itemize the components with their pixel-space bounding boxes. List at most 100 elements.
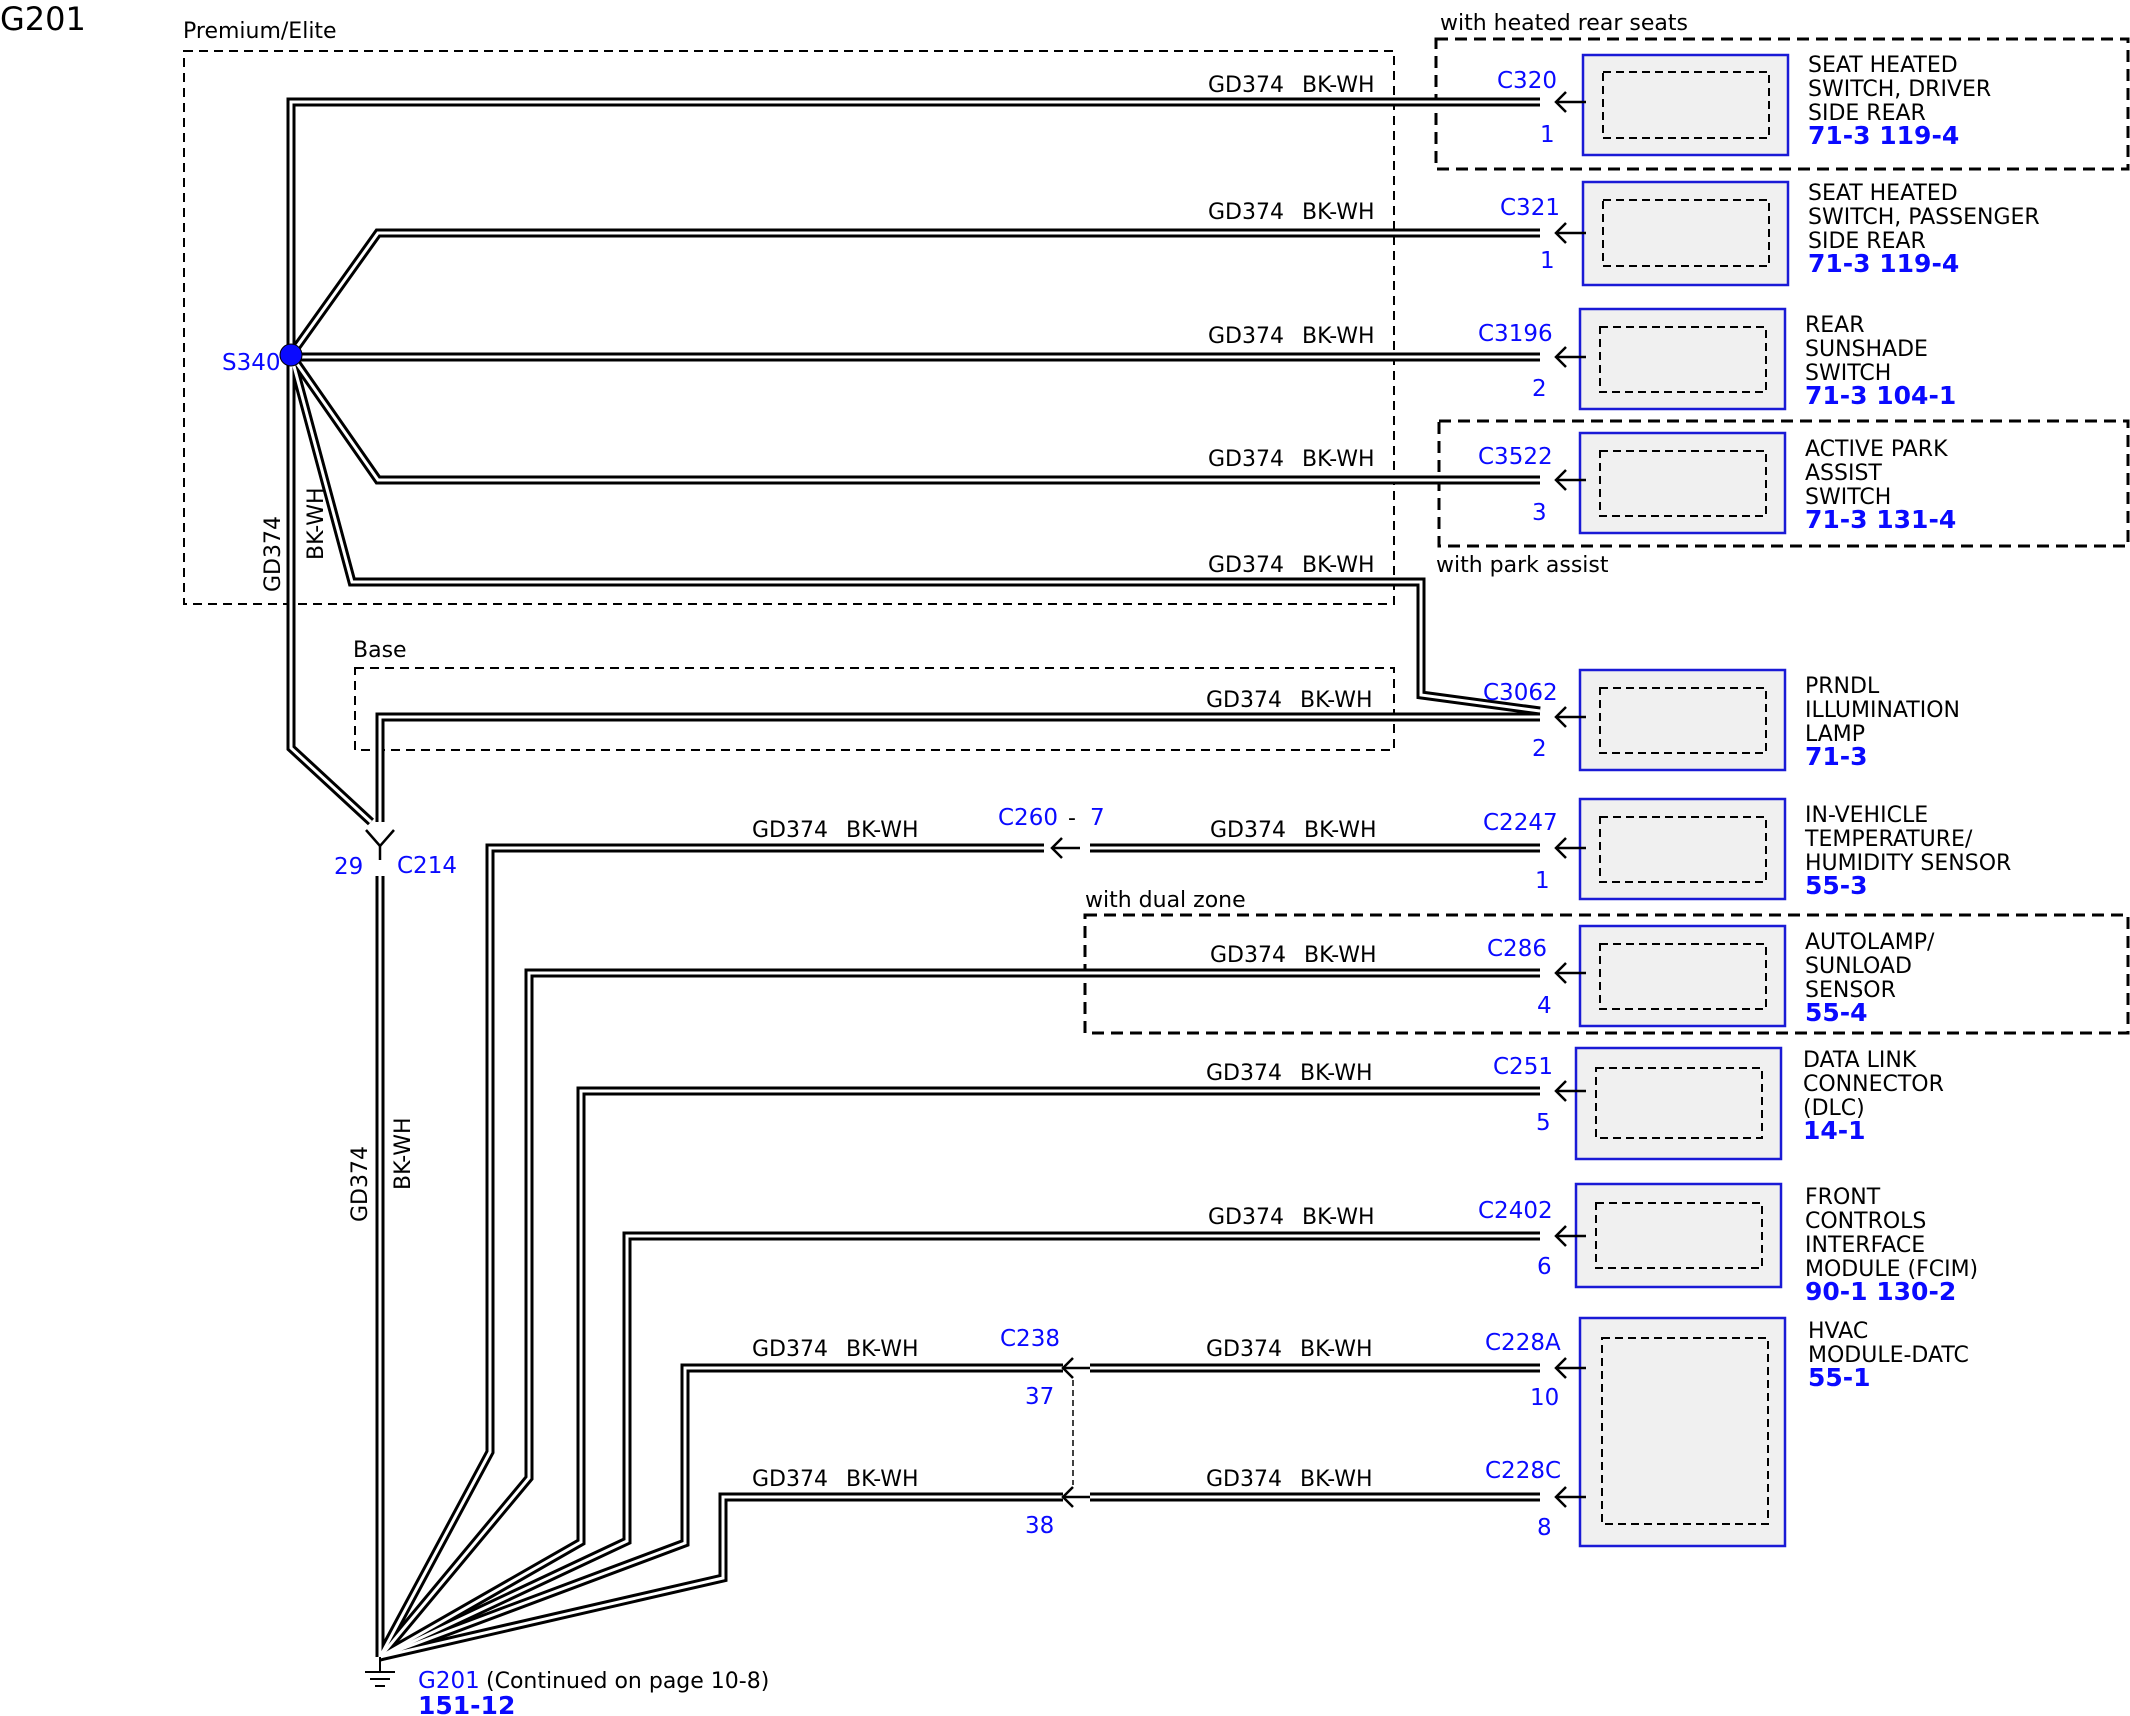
component-name-line: INTERFACE: [1805, 1233, 1925, 1258]
connector-pin-c228c: 8: [1537, 1515, 1552, 1541]
wire-label-circuit: GD374: [1208, 447, 1284, 472]
component-name-line: ILLUMINATION: [1805, 698, 1960, 723]
connector-terminal-c3522: [1554, 469, 1586, 491]
connector-terminal-c228a: [1554, 1357, 1586, 1379]
c260-separator: -: [1068, 806, 1076, 831]
wire-label-circuit: GD374: [752, 818, 828, 843]
connector-terminal-c3196: [1554, 346, 1586, 368]
component-name-line: CONNECTOR: [1803, 1072, 1944, 1097]
component-name-line: DATA LINK: [1803, 1048, 1917, 1073]
component-name-line: SEAT HEATED: [1808, 53, 1958, 78]
ground-note: (Continued on page 10-8): [486, 1669, 769, 1694]
connector-label-c3522: C3522: [1478, 444, 1553, 470]
component-box-c321: [1581, 180, 1790, 287]
heated-rear-seats-label: with heated rear seats: [1440, 11, 1688, 36]
component-page-refs: 71-3 104-1: [1805, 381, 1956, 410]
component-name-line: REAR: [1805, 313, 1865, 338]
wire-label-color: BK-WH: [846, 1467, 919, 1492]
component-name-line: TEMPERATURE/: [1804, 827, 1973, 852]
wire-label-color: BK-WH: [1302, 73, 1375, 98]
component-name-line: ASSIST: [1805, 461, 1882, 486]
connector-pin-c286: 4: [1537, 993, 1552, 1019]
component-name-line: ACTIVE PARK: [1805, 437, 1948, 462]
connector-label-c321: C321: [1500, 195, 1560, 221]
page-label: G201: [0, 0, 86, 38]
wire-label-vertical-circuit-lower: GD374: [348, 1146, 373, 1222]
component-name-line: SENSOR: [1805, 978, 1896, 1003]
ground-icon: [365, 1657, 395, 1687]
premium-elite-box: [183, 50, 1395, 605]
inline-connector-c260: [1050, 837, 1080, 859]
connector-terminals: [1554, 91, 1586, 1508]
component-box-c3196: [1578, 307, 1787, 411]
wire-label-color: BK-WH: [1300, 1061, 1373, 1086]
connector-label-c3062: C3062: [1483, 680, 1558, 706]
connector-pin-c321: 1: [1540, 248, 1555, 274]
component-page-refs: 55-1: [1808, 1363, 1871, 1392]
component-name-line: (DLC): [1803, 1096, 1865, 1121]
component-name-line: SWITCH, PASSENGER: [1808, 205, 2040, 230]
component-name-line: MODULE (FCIM): [1805, 1257, 1978, 1282]
connector-pin-c2402: 6: [1537, 1254, 1552, 1280]
connector-label-c2402: C2402: [1478, 1198, 1553, 1224]
connector-label-c320: C320: [1497, 68, 1557, 94]
component-page-refs: 71-3 131-4: [1805, 505, 1956, 534]
connector-pin-c2247: 1: [1535, 868, 1550, 894]
connector-terminal-c3062: [1554, 706, 1586, 728]
ground-ref: 151-12: [418, 1691, 515, 1716]
c214-label: C214: [397, 853, 457, 879]
component-name-line: MODULE-DATC: [1808, 1343, 1969, 1368]
wire-label-color: BK-WH: [1302, 447, 1375, 472]
connector-pin-c251: 5: [1536, 1110, 1551, 1136]
component-name-line: HUMIDITY SENSOR: [1805, 851, 2011, 876]
connector-pin-c3062: 2: [1532, 736, 1547, 762]
component-name-line: SWITCH: [1805, 485, 1891, 510]
connector-terminal-c228c: [1554, 1486, 1586, 1508]
wire-label-color: BK-WH: [1302, 1205, 1375, 1230]
connector-pin-c3522: 3: [1532, 500, 1547, 526]
wire-label-vertical-color-upper: BK-WH: [304, 487, 329, 560]
dual-zone-label: with dual zone: [1085, 888, 1246, 913]
component-name-line: SWITCH, DRIVER: [1808, 77, 1991, 102]
connector-terminal-c251: [1554, 1080, 1586, 1102]
connector-label-c3196: C3196: [1478, 321, 1553, 347]
premium-elite-label: Premium/Elite: [183, 19, 337, 44]
connector-terminal-c2402: [1554, 1225, 1586, 1247]
connector-terminal-c321: [1554, 222, 1586, 244]
wire-label-circuit: GD374: [1206, 688, 1282, 713]
wire-label-circuit: GD374: [1210, 943, 1286, 968]
connector-pin-c228a: 10: [1530, 1385, 1559, 1411]
component-name-line: SUNLOAD: [1805, 954, 1912, 979]
wire-label-color: BK-WH: [1302, 553, 1375, 578]
wire-label-circuit: GD374: [752, 1467, 828, 1492]
component-page-refs: 14-1: [1803, 1116, 1866, 1145]
component-name-line: PRNDL: [1805, 674, 1880, 699]
component-name-line: AUTOLAMP/: [1805, 930, 1935, 955]
component-page-refs: 71-3 119-4: [1808, 249, 1959, 278]
wire-label-color: BK-WH: [1302, 200, 1375, 225]
connector-label-c2247: C2247: [1483, 810, 1558, 836]
component-page-refs: 90-1 130-2: [1805, 1277, 1956, 1306]
component-box-c3062: [1578, 668, 1787, 772]
component-boxes: [1574, 53, 1790, 1548]
connector-label-c228a: C228A: [1485, 1330, 1561, 1356]
wire-label-circuit: GD374: [1208, 553, 1284, 578]
inline-connector-c214: [365, 829, 395, 860]
wire-label-color: BK-WH: [1302, 324, 1375, 349]
component-name-line: CONTROLS: [1805, 1209, 1926, 1234]
component-box-c2247: [1578, 797, 1787, 901]
wire-label-vertical-circuit-upper: GD374: [261, 516, 286, 592]
wire-harness: [286, 97, 1541, 1662]
wire-label-circuit: GD374: [752, 1337, 828, 1362]
component-name-line: SEAT HEATED: [1808, 181, 1958, 206]
component-box-c320: [1581, 53, 1790, 157]
connector-label-c251: C251: [1493, 1054, 1553, 1080]
wire-label-circuit: GD374: [1210, 818, 1286, 843]
wire-label-color: BK-WH: [1300, 1337, 1373, 1362]
wire-label-circuit: GD374: [1208, 200, 1284, 225]
c214-pin-label: 29: [334, 854, 363, 880]
base-box: [354, 667, 1395, 751]
connector-labels: C3201C3211C31962C35223C30622C22471C2864C…: [1478, 68, 1561, 1541]
